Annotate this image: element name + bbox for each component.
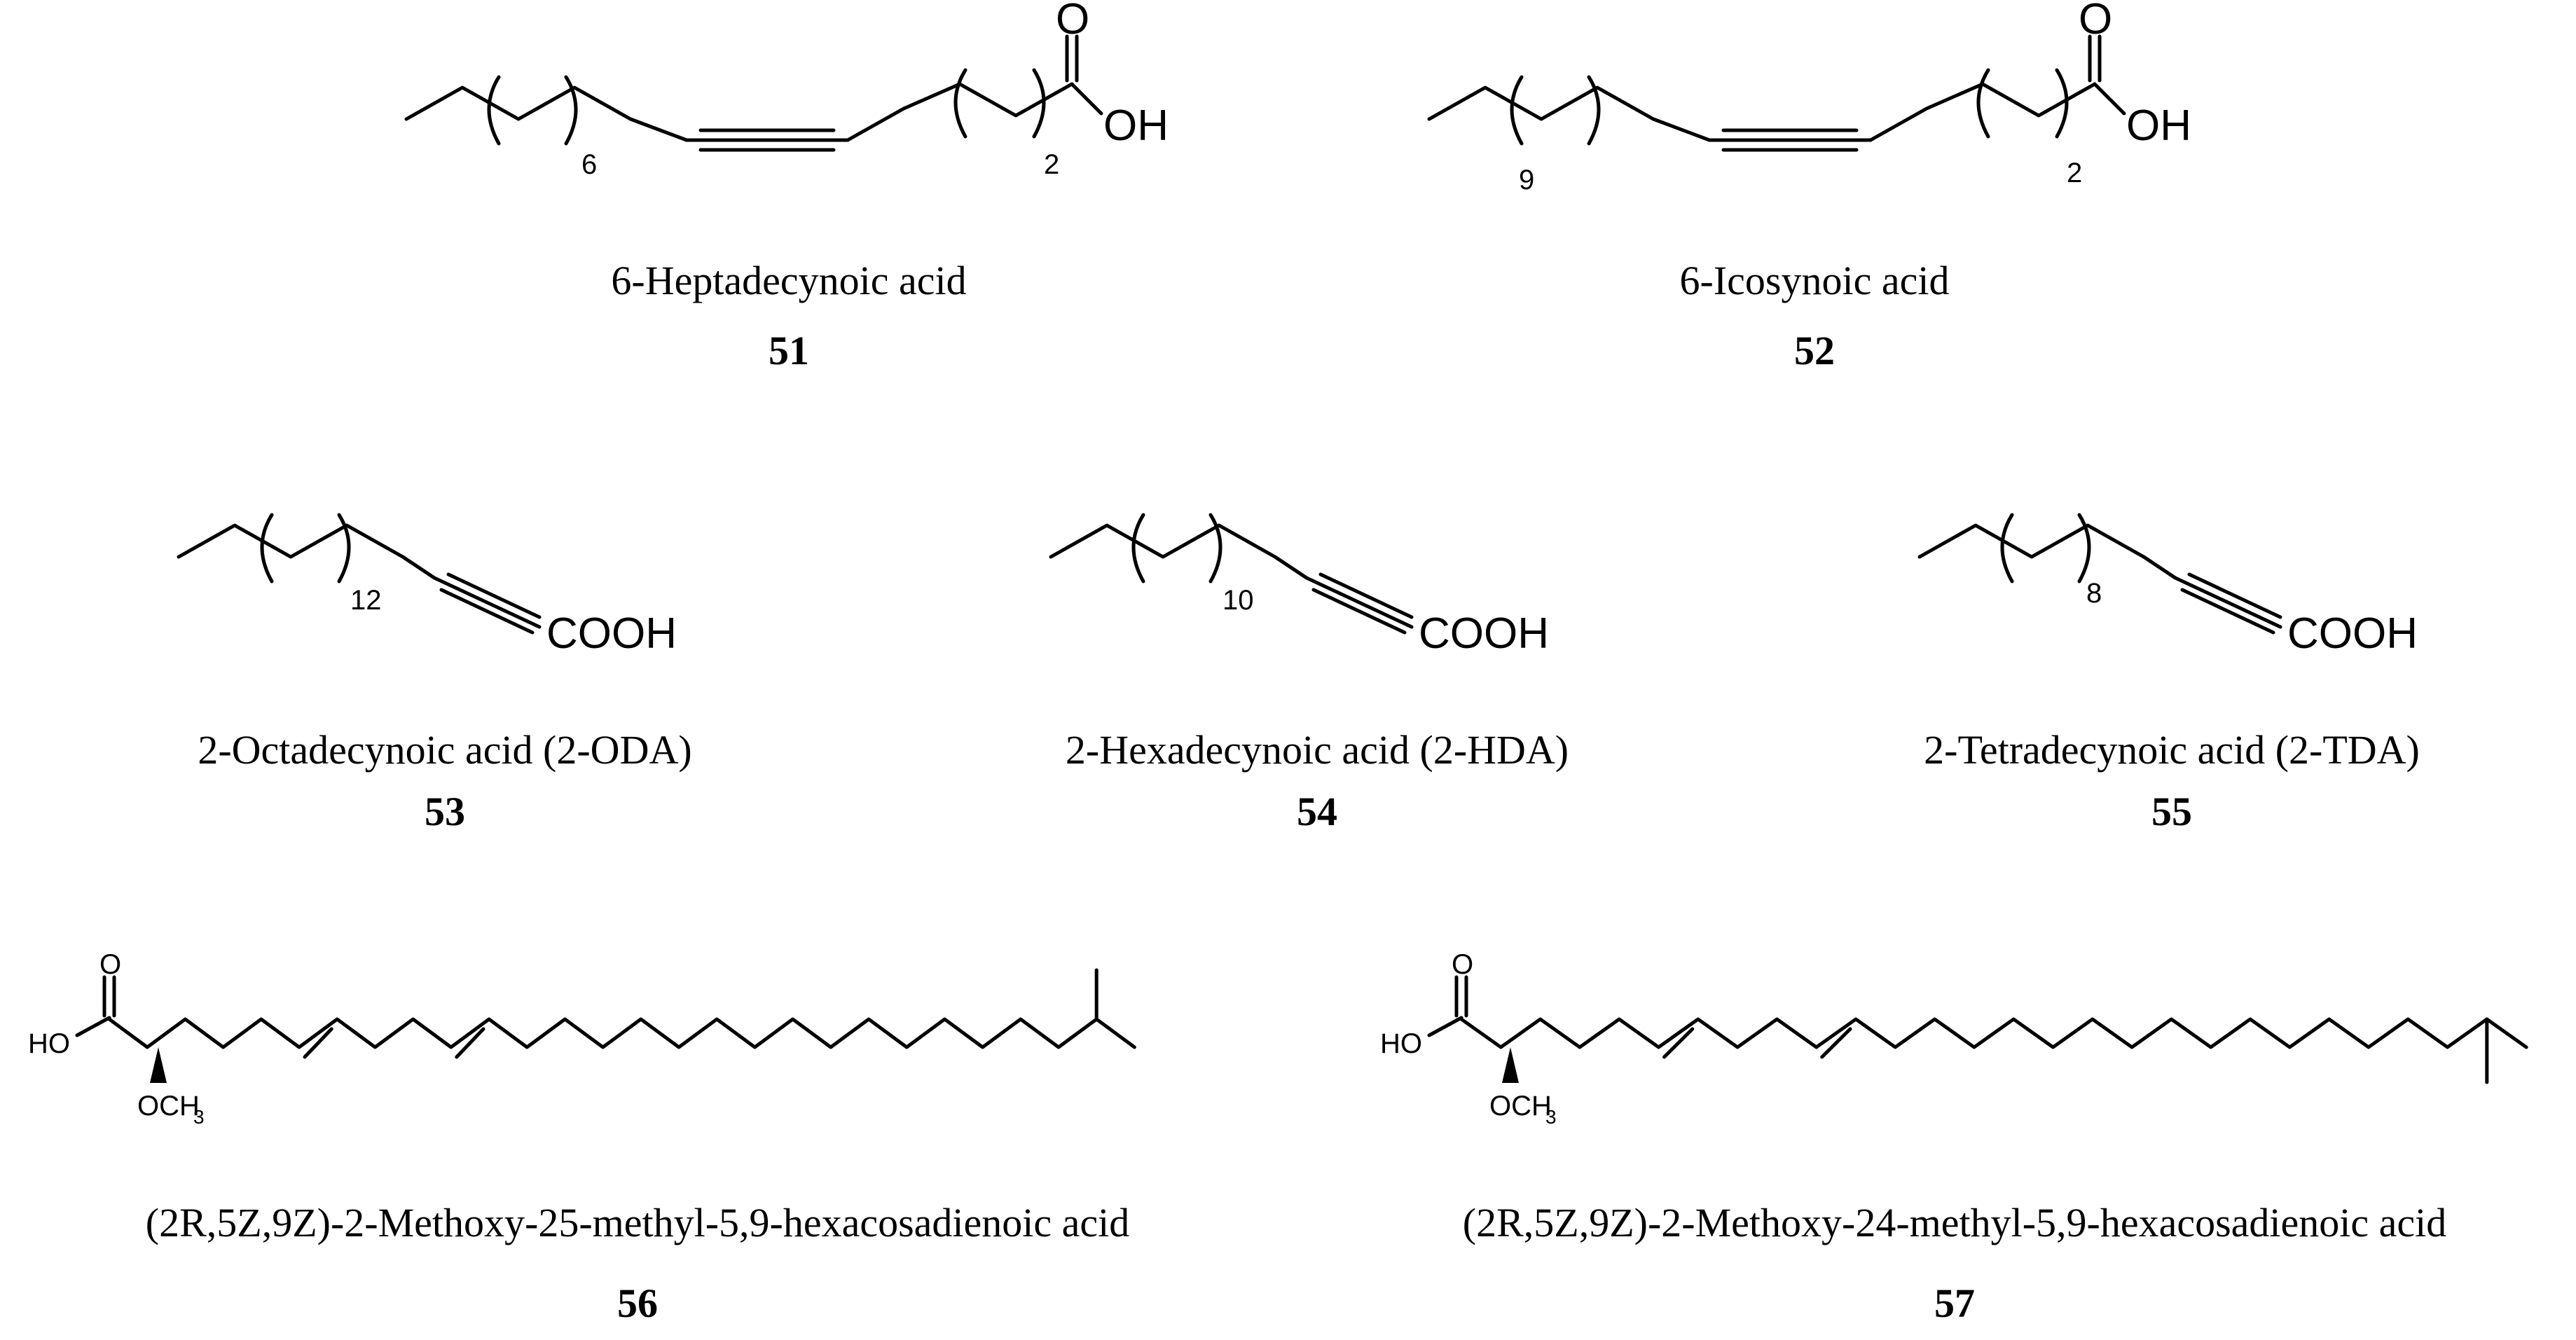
cis-double-57-b — [1820, 1027, 1852, 1059]
hydroxyl-52: OH — [2126, 102, 2191, 150]
triple-53-top — [446, 572, 542, 619]
oxygen-51: O — [1056, 0, 1089, 43]
chain-57 — [1459, 1017, 2528, 1049]
name-54: 2-Hexadecynoic acid (2-HDA) — [1066, 727, 1569, 773]
structure-56: O HO OCH 3 — [28, 949, 1136, 1128]
wedge-56 — [150, 1047, 167, 1083]
label-56: 56 — [617, 1280, 658, 1326]
label-55: 55 — [2151, 789, 2192, 834]
name-51: 6-Heptadecynoic acid — [611, 258, 966, 303]
hydroxyl-51: OH — [1103, 102, 1169, 150]
methoxy-57: OCH — [1489, 1091, 1552, 1121]
paren-55-close — [2077, 513, 2091, 583]
paren-52-a-open — [1510, 75, 1524, 146]
triple-54-bottom — [1311, 588, 1407, 635]
triple-54-center — [1304, 576, 1414, 629]
cis-double-56-a — [303, 1027, 333, 1059]
repeat-53: 12 — [350, 585, 382, 616]
chain-54 — [1049, 523, 1309, 580]
paren-53-close — [337, 513, 351, 583]
paren-52-b-open — [1976, 68, 1990, 139]
paren-53-open — [260, 513, 274, 583]
triple-53-bottom — [439, 588, 535, 635]
name-52: 6-Icosynoic acid — [1680, 258, 1950, 303]
repeat-51-a: 6 — [581, 149, 597, 180]
acid-54: COOH — [1419, 609, 1549, 658]
acid-53: COOH — [546, 609, 677, 658]
hydroxyl-57: HO — [1380, 1028, 1422, 1059]
paren-51-a-close — [564, 75, 578, 146]
chain-56 — [107, 1017, 1136, 1049]
triple-55-bottom — [2180, 588, 2275, 635]
paren-54-open — [1131, 513, 1145, 583]
methoxy-57-sub: 3 — [1545, 1106, 1557, 1128]
oxygen-57: O — [1452, 949, 1473, 980]
name-55: 2-Tetradecynoic acid (2-TDA) — [1924, 727, 2420, 773]
structure-53: 12 COOH — [177, 513, 677, 658]
structure-51: 6 2 O OH — [404, 0, 1169, 180]
chain-55 — [1917, 523, 2177, 580]
cis-double-57-a — [1662, 1027, 1695, 1059]
label-54: 54 — [1297, 789, 1337, 834]
methoxy-56: OCH — [137, 1091, 200, 1121]
paren-55-open — [2000, 513, 2014, 583]
triple-53-center — [432, 576, 542, 629]
paren-51-b-close — [1032, 68, 1046, 139]
name-53: 2-Octadecynoic acid (2-ODA) — [198, 727, 691, 773]
repeat-52-a: 9 — [1519, 165, 1534, 195]
oxygen-52: O — [2079, 0, 2112, 43]
repeat-51-b: 2 — [1044, 149, 1059, 180]
hydroxyl-56: HO — [28, 1028, 70, 1059]
bond-57-ho — [1427, 1016, 1463, 1037]
chain-52-left — [1427, 85, 1711, 142]
triple-55-top — [2187, 572, 2282, 619]
acid-55: COOH — [2287, 609, 2418, 658]
triple-54-top — [1318, 572, 1414, 619]
label-57: 57 — [1934, 1280, 1975, 1326]
bond-56-ho — [75, 1016, 111, 1037]
name-56: (2R,5Z,9Z)-2-Methoxy-25-methyl-5,9-hexac… — [146, 1200, 1129, 1245]
paren-51-b-open — [953, 68, 967, 139]
paren-52-a-close — [1587, 75, 1601, 146]
repeat-55: 8 — [2086, 578, 2102, 609]
label-51: 51 — [769, 328, 809, 373]
methoxy-56-sub: 3 — [193, 1106, 205, 1128]
repeat-54: 10 — [1222, 585, 1254, 616]
paren-54-close — [1208, 513, 1222, 583]
oxygen-56: O — [99, 949, 121, 980]
cis-double-56-b — [455, 1027, 485, 1059]
bond-52-oh — [2093, 82, 2126, 116]
repeat-52-b: 2 — [2067, 158, 2082, 188]
structure-57: O HO OCH 3 — [1380, 949, 2528, 1128]
chain-53 — [177, 523, 436, 580]
bond-51-oh — [1070, 82, 1103, 116]
name-57: (2R,5Z,9Z)-2-Methoxy-24-methyl-5,9-hexac… — [1463, 1200, 2446, 1245]
triple-55-center — [2173, 576, 2282, 629]
label-52: 52 — [1794, 328, 1835, 373]
wedge-57 — [1502, 1047, 1519, 1083]
structure-55: 8 COOH — [1917, 513, 2418, 658]
paren-52-b-close — [2055, 68, 2069, 139]
structure-52: 9 2 O OH — [1427, 0, 2191, 195]
chain-51-left — [404, 85, 689, 142]
structure-54: 10 COOH — [1049, 513, 1549, 658]
paren-51-a-open — [487, 75, 501, 146]
label-53: 53 — [425, 789, 465, 834]
